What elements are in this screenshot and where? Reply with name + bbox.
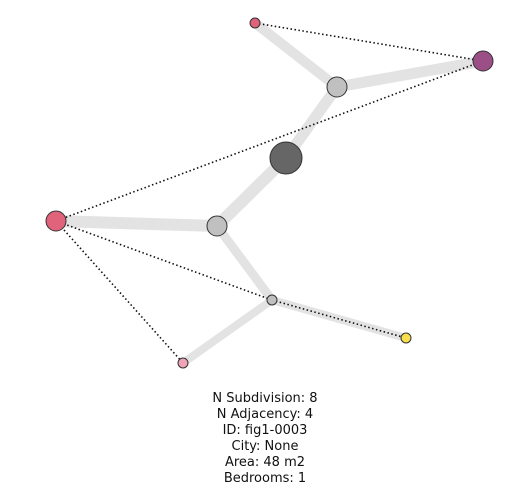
room-node-grey-upper — [326, 76, 348, 98]
caption-bedrooms: Bedrooms: 1 — [223, 471, 307, 486]
caption-n-adjacency: N Adjacency: 4 — [216, 407, 314, 422]
room-node-grey-middle — [206, 215, 228, 237]
room-graph — [45, 17, 494, 369]
adjacency-edge — [331, 55, 489, 93]
connection-edge — [55, 220, 184, 364]
adjacency-edges — [50, 18, 489, 367]
room-nodes — [45, 17, 494, 369]
caption-city: City: None — [231, 439, 299, 454]
room-node-top-small-red — [249, 17, 261, 29]
connection-edge — [271, 299, 407, 339]
graph-caption: N Subdivision: 8 N Adjacency: 4 ID: fig1… — [0, 391, 530, 487]
adjacency-edge — [179, 296, 276, 367]
room-node-yellow — [400, 332, 412, 344]
connection-edge — [55, 60, 484, 222]
caption-n-subdivision: N Subdivision: 8 — [212, 391, 318, 406]
adjacency-edge — [250, 18, 342, 92]
room-node-left-red — [45, 210, 67, 232]
room-node-pink-bottom — [177, 357, 189, 369]
adjacency-edge — [50, 215, 223, 232]
caption-area: Area: 48 m2 — [224, 455, 306, 470]
adjacency-edge — [212, 221, 277, 305]
room-node-grey-lower — [266, 294, 278, 306]
room-node-dark-center — [269, 141, 303, 175]
room-node-purple — [472, 50, 494, 72]
caption-id: ID: fig1-0003 — [222, 423, 308, 438]
connection-edge — [254, 22, 484, 62]
connection-edges — [55, 22, 484, 364]
